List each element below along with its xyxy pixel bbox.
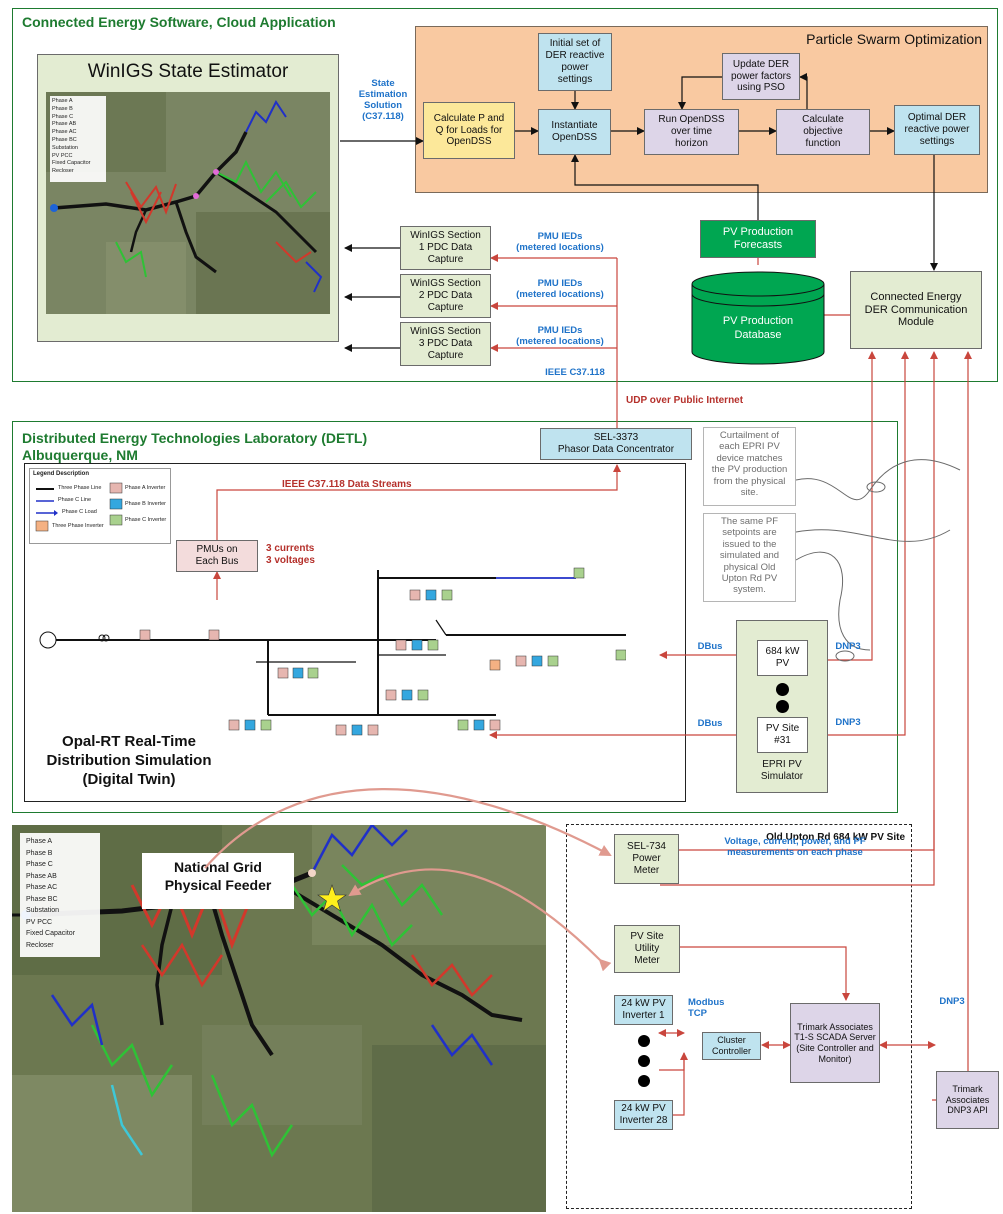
opal-legend-inv: Phase C Inverter (125, 517, 167, 523)
opal-legend-line: Phase C Line (58, 497, 92, 503)
opal-single-line-diagram (39, 567, 626, 736)
meter-measurements-label: Voltage, current, power, and PF measurem… (724, 836, 866, 858)
currents-voltages-label: 3 currents 3 voltages (266, 543, 315, 566)
udp-internet-label: UDP over Public Internet (626, 395, 744, 406)
pf-setpoints-note: The same PF setpoints are issued to the … (703, 513, 796, 602)
winigs-section2-pdc-box: WinIGS Section 2 PDC Data Capture (400, 274, 491, 318)
pv-forecasts-box: PV Production Forecasts (700, 220, 816, 258)
legend-item: Phase BC (26, 895, 58, 903)
legend-item: Recloser (26, 941, 54, 949)
cluster-controller-box: Cluster Controller (702, 1032, 761, 1060)
legend-item: PV PCC (26, 918, 53, 926)
der-communication-module-box: Connected Energy DER Communication Modul… (850, 271, 982, 349)
pmu-ieds-label-1: PMU IEDs (metered locations) (516, 231, 604, 253)
inverter-1-box: 24 kW PV Inverter 1 (614, 995, 673, 1025)
objective-function-box: Calculate objective function (776, 109, 870, 155)
legend-item: Substation (52, 144, 78, 151)
sel-734-power-meter-box: SEL-734 Power Meter (614, 834, 679, 884)
cloud-app-title: Connected Energy Software, Cloud Applica… (22, 14, 336, 30)
national-grid-map-legend: Phase A Phase B Phase C Phase AB Phase A… (26, 836, 100, 951)
legend-item: Phase BC (52, 136, 77, 143)
legend-item: Phase A (26, 838, 53, 845)
opal-legend-line: Three Phase Line (58, 485, 102, 491)
legend-item: Phase AC (26, 884, 58, 891)
cloud-app-frame (12, 8, 998, 382)
winigs-title: WinIGS State Estimator (87, 61, 289, 82)
trimark-scada-box: Trimark Associates T1-S SCADA Server (Si… (790, 1003, 880, 1083)
opal-legend-inv: Phase B Inverter (125, 501, 166, 507)
winigs-section3-pdc-box: WinIGS Section 3 PDC Data Capture (400, 322, 491, 366)
national-grid-title: National Grid Physical Feeder (164, 859, 272, 894)
dbus-label-2: DBus (697, 718, 723, 729)
legend-item: Recloser (52, 168, 74, 175)
opal-legend-inv: Phase A Inverter (125, 485, 166, 491)
sel-3373-pdc-box: SEL-3373 Phasor Data Concentrator (540, 428, 692, 460)
winigs-map-legend: Phase A Phase B Phase C Phase AB Phase A… (52, 98, 106, 176)
winigs-map-drawing (46, 92, 330, 314)
legend-item: Phase C (52, 113, 74, 120)
opal-legend-swatches (35, 482, 123, 532)
legend-item: Phase AC (52, 129, 77, 136)
legend-item: Substation (26, 907, 60, 914)
opal-legend-title: Legend Description (33, 471, 90, 477)
ellipsis-dot (638, 1075, 650, 1087)
inverter-28-box: 24 kW PV Inverter 28 (614, 1100, 673, 1130)
calculate-pq-box: Calculate P and Q for Loads for OpenDSS (423, 102, 515, 159)
dnp3-label-3: DNP3 (939, 996, 965, 1007)
pv-site-utility-meter-box: PV Site Utility Meter (614, 925, 680, 973)
pmu-ieds-label-2: PMU IEDs (metered locations) (516, 278, 604, 300)
opal-legend: Legend Description Three Phase Line Phas… (29, 468, 171, 544)
database-icon (691, 271, 825, 365)
legend-item: Phase B (26, 849, 53, 857)
dnp3-label-1: DNP3 (835, 641, 861, 652)
pmus-on-each-bus-box: PMUs on Each Bus (176, 540, 258, 572)
pso-title: Particle Swarm Optimization (806, 31, 982, 47)
winigs-feeder-map: Phase A Phase B Phase C Phase AB Phase A… (46, 92, 330, 314)
opal-legend-line: Three Phase Inverter (52, 523, 104, 529)
run-opendss-box: Run OpenDSS over time horizon (644, 109, 739, 155)
legend-item: Phase A (52, 98, 73, 104)
ellipsis-dot (638, 1035, 650, 1047)
winigs-section1-pdc-box: WinIGS Section 1 PDC Data Capture (400, 226, 491, 270)
national-grid-feeder-map: Phase A Phase B Phase C Phase AB Phase A… (12, 825, 546, 1212)
dbus-label-1: DBus (697, 641, 723, 652)
pv-database-cylinder: PV Production Database (690, 270, 826, 366)
trimark-dnp3-api-box: Trimark Associates DNP3 API (936, 1071, 999, 1129)
instantiate-opendss-box: Instantiate OpenDSS (538, 109, 611, 155)
legend-item: Phase AB (26, 872, 57, 880)
data-streams-label: IEEE C37.118 Data Streams (282, 479, 412, 490)
pmu-ieds-label-3: PMU IEDs (metered locations) (516, 325, 604, 347)
legend-item: PV PCC (52, 152, 73, 159)
pv-684kw-box: 684 kW PV (757, 640, 808, 676)
legend-item: Phase C (26, 861, 53, 868)
opal-legend-line: Phase C Load (62, 509, 97, 515)
state-estimation-label: State Estimation Solution (C37.118) (358, 78, 408, 122)
initial-der-settings-box: Initial set of DER reactive power settin… (538, 33, 612, 91)
pv-database-label: PV Production Database (722, 315, 794, 342)
optimal-der-settings-box: Optimal DER reactive power settings (894, 105, 980, 155)
ellipsis-dot (638, 1055, 650, 1067)
legend-item: Fixed Capacitor (26, 930, 76, 937)
ieee-c37-label: IEEE C37.118 (545, 367, 605, 378)
dnp3-label-2: DNP3 (835, 717, 861, 728)
epri-simulator-label: EPRI PV Simulator (760, 759, 804, 782)
ellipsis-dot (776, 683, 789, 696)
legend-item: Phase AB (52, 121, 77, 128)
update-der-pf-box: Update DER power factors using PSO (722, 53, 800, 100)
legend-item: Fixed Capacitor (52, 160, 91, 167)
modbus-tcp-label: Modbus TCP (688, 997, 725, 1019)
ellipsis-dot (776, 700, 789, 713)
pv-site31-box: PV Site #31 (757, 717, 808, 753)
legend-item: Phase B (52, 105, 73, 112)
detl-title: Distributed Energy Technologies Laborato… (22, 430, 368, 463)
opal-rt-title: Opal-RT Real-Time Distribution Simulatio… (46, 733, 212, 788)
curtailment-note: Curtailment of each EPRI PV device match… (703, 427, 796, 506)
inverter-row (139, 567, 626, 736)
